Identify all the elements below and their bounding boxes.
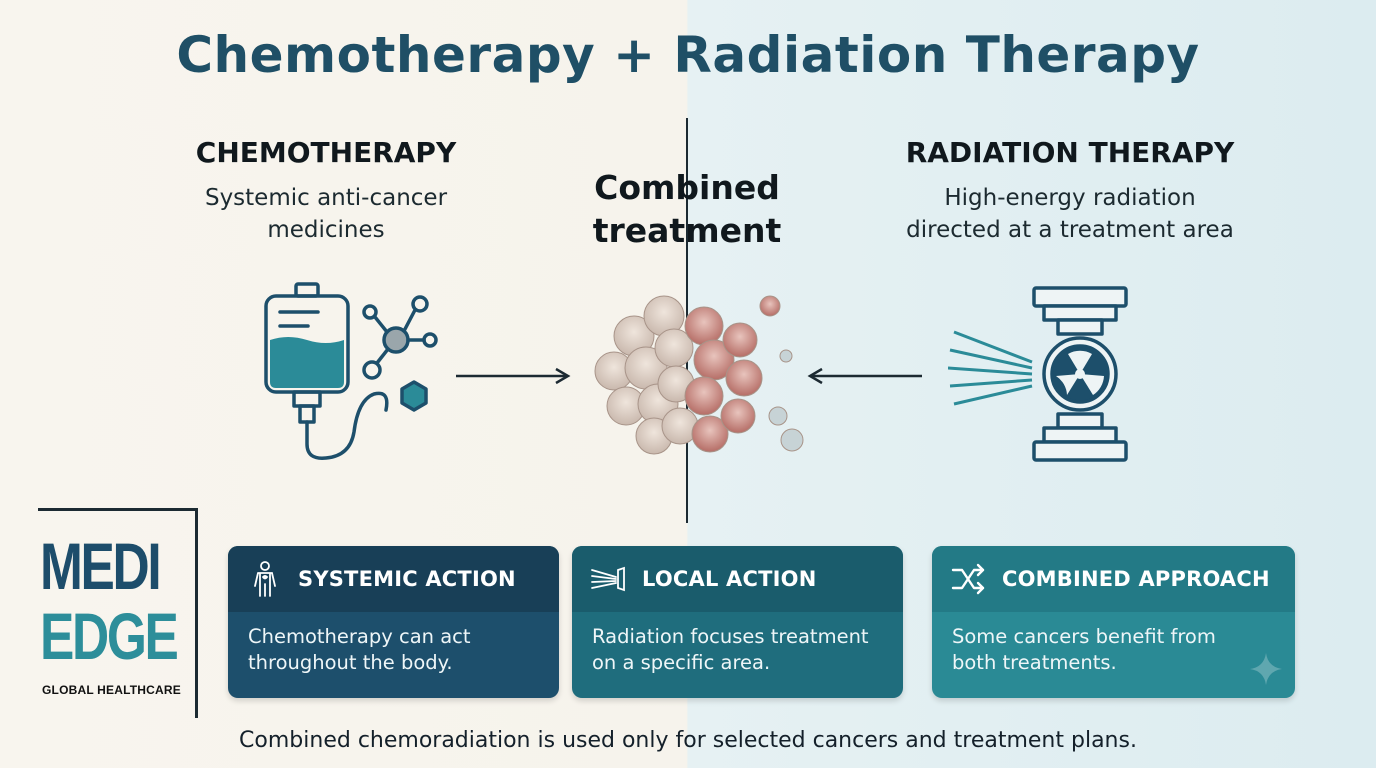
medi-edge-logo: MEDI EDGE GLOBAL HEALTHCARE: [38, 508, 198, 718]
logo-tagline: GLOBAL HEALTHCARE: [42, 683, 181, 697]
tumor-cell-cluster-icon: [574, 276, 812, 476]
chemotherapy-subtitle-line2: medicines: [267, 217, 385, 243]
card-local-body: Radiation focuses treatment on a specifi…: [572, 612, 903, 676]
card-systemic-header: SYSTEMIC ACTION: [228, 546, 559, 612]
card-systemic-action: SYSTEMIC ACTION Chemotherapy can act thr…: [228, 546, 559, 698]
card-combined-body: Some cancers benefit from both treatment…: [932, 612, 1295, 676]
card-local-header: LOCAL ACTION: [572, 546, 903, 612]
card-local-action: LOCAL ACTION Radiation focuses treatment…: [572, 546, 903, 698]
radiation-therapy-subtitle: High-energy radiation directed at a trea…: [860, 182, 1280, 246]
card-combined-approach: COMBINED APPROACH Some cancers benefit f…: [932, 546, 1295, 698]
arrow-right-icon: [454, 366, 572, 386]
combined-label-line1: Combined: [594, 168, 780, 207]
card-systemic-body-line2: throughout the body.: [248, 651, 453, 674]
chemotherapy-subtitle-line1: Systemic anti-cancer: [204, 185, 448, 211]
chemotherapy-subtitle: Systemic anti-cancer medicines: [150, 182, 502, 246]
radiation-subtitle-line2: directed at a treatment area: [906, 217, 1234, 243]
sparkle-icon: [1249, 652, 1283, 690]
card-combined-body-line1: Some cancers benefit from: [952, 625, 1216, 648]
card-systemic-body-line1: Chemotherapy can act: [248, 625, 471, 648]
radiation-machine-icon: [947, 284, 1134, 464]
combined-label-line2: treatment: [592, 211, 782, 250]
radiation-beam-icon: [590, 560, 628, 598]
card-systemic-title: SYSTEMIC ACTION: [298, 567, 516, 591]
card-local-title: LOCAL ACTION: [642, 567, 817, 591]
card-local-body-line2: on a specific area.: [592, 651, 771, 674]
card-combined-body-line2: both treatments.: [952, 651, 1117, 674]
shuffle-arrows-icon: [950, 560, 988, 598]
card-local-body-line1: Radiation focuses treatment: [592, 625, 869, 648]
card-systemic-body: Chemotherapy can act throughout the body…: [228, 612, 559, 676]
card-combined-header: COMBINED APPROACH: [932, 546, 1295, 612]
radiation-subtitle-line1: High-energy radiation: [944, 185, 1196, 211]
page-title: Chemotherapy + Radiation Therapy: [176, 26, 1200, 84]
chemotherapy-heading: CHEMOTHERAPY: [195, 136, 457, 169]
iv-drip-and-molecule-icon: [258, 282, 448, 464]
logo-medi-text: MEDI: [40, 529, 162, 603]
combined-treatment-label: Combined treatment: [556, 166, 818, 252]
radiation-therapy-heading: RADIATION THERAPY: [905, 136, 1235, 169]
footer-note: Combined chemoradiation is used only for…: [239, 728, 1137, 753]
card-combined-title: COMBINED APPROACH: [1002, 567, 1270, 591]
human-body-icon: [246, 560, 284, 598]
arrow-left-icon: [806, 366, 924, 386]
logo-edge-text: EDGE: [40, 599, 179, 673]
